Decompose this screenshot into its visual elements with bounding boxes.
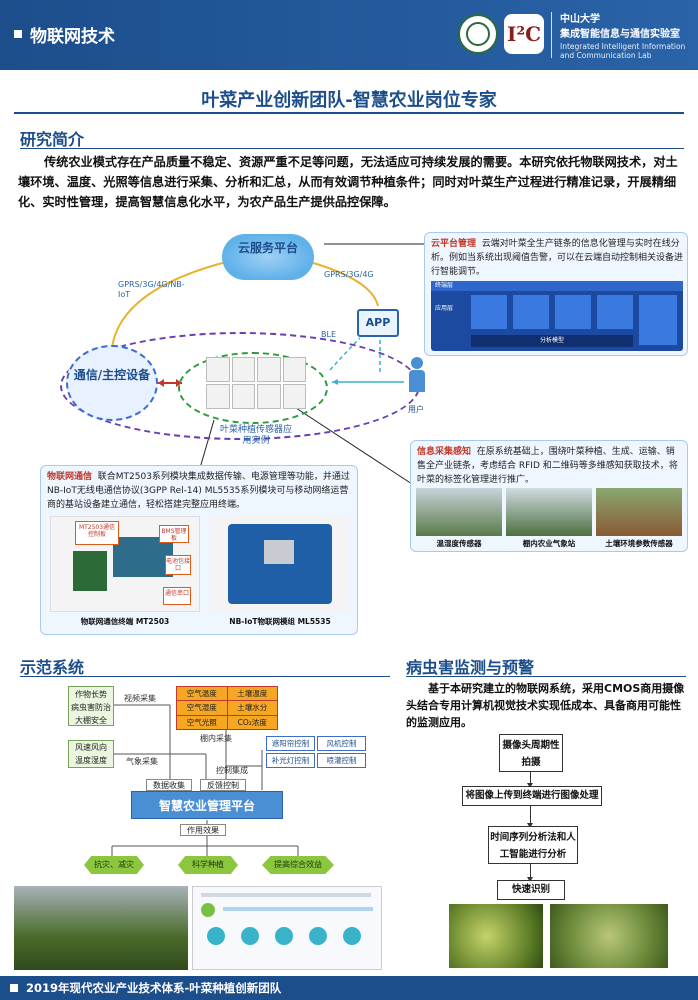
lab-name: 集成智能信息与通信实验室 xyxy=(560,29,680,40)
photo-caption: 棚内农业气象站 xyxy=(522,539,576,548)
lab-logo: I²C xyxy=(504,14,544,54)
org-name: 中山大学 xyxy=(560,14,600,25)
photo-caption: 土壤环境参数传感器 xyxy=(605,539,673,548)
ble-label: BLE xyxy=(321,330,336,339)
effect-label: 作用效果 xyxy=(180,824,226,836)
flow-step: 时间序列分析法和人工智能进行分析 xyxy=(488,826,578,864)
university-seal-icon xyxy=(458,14,498,54)
divider xyxy=(406,676,686,677)
outcome-badge: 科学种植 xyxy=(178,856,238,874)
callout-battery: 电池包接口 xyxy=(165,555,191,575)
weather-station-photo xyxy=(506,488,592,536)
cloud-platform-text: 云平台管理 云端对叶菜全生产链条的信息化管理与实时在线分析。例如当系统出现阈值告… xyxy=(431,239,684,277)
feedback-box: 反馈控制 xyxy=(200,779,246,791)
app-node: APP xyxy=(357,309,399,337)
divider xyxy=(20,148,684,149)
pest-heading: 病虫害监测与预警 xyxy=(406,658,535,677)
divider xyxy=(551,12,552,58)
video-collection-label: 视频采集 xyxy=(124,694,156,703)
square-bullet-icon xyxy=(14,30,22,38)
info-collection-text: 信息采集感知 在原系统基础上，围绕叶菜种植、生成、运输、销售全产业链条，考虑结合… xyxy=(417,447,678,485)
intro-paragraph: 传统农业模式存在产品质量不稳定、资源严重不足等问题，无法适应可持续发展的需要。本… xyxy=(18,155,678,209)
platform-node: 智慧农业管理平台 xyxy=(131,791,283,819)
square-bullet-icon xyxy=(10,984,18,992)
greenhouse-label: 棚内采集 xyxy=(200,734,232,743)
link-label-right: GPRS/3G/4G xyxy=(324,270,374,279)
pest-photo-1 xyxy=(449,904,543,968)
iot-comm-text: 物联网通信 联合MT2503系列模块集成数据传输、电源管理等功能，并通过NB-I… xyxy=(47,472,350,510)
footer-banner: 2019年现代农业产业技术体系-叶菜种植创新团队 xyxy=(0,976,698,1000)
flow-step: 将图像上传到终端进行图像处理 xyxy=(462,786,602,806)
cloud-service-node: 云服务平台 xyxy=(222,234,314,280)
flow-step: 快速识别 xyxy=(497,880,565,900)
photo-caption: NB-IoT物联网模组 ML5535 xyxy=(229,617,331,626)
soil-sensor-photo xyxy=(596,488,682,536)
outcome-badge: 提高综合效益 xyxy=(262,856,334,874)
flow-step: 摄像头周期性拍摄 xyxy=(499,734,563,772)
greenhouse-photo xyxy=(14,886,188,970)
photo-caption: 温湿度传感器 xyxy=(436,539,482,548)
callout-bms: BMS管理板 xyxy=(159,525,189,543)
footer-text: 2019年现代农业产业技术体系-叶菜种植创新团队 xyxy=(26,981,282,995)
comm-device-node: 通信/主控设备 xyxy=(66,345,158,421)
sensor-group: 空气温度 土壤温度 空气湿度 土壤水分 空气光照 CO₂浓度 xyxy=(176,686,278,730)
sensor-panel-grid xyxy=(206,357,306,409)
weather-label: 气象采集 xyxy=(126,757,158,766)
humidity-sensor-photo xyxy=(416,488,502,536)
weather-group: 风速风向温度湿度 xyxy=(68,740,114,768)
category-label: 物联网技术 xyxy=(30,27,115,47)
pest-photo-2 xyxy=(550,904,668,968)
outcome-badge: 抗灾、减灾 xyxy=(84,856,144,874)
title-underline xyxy=(14,112,684,114)
video-collection-group: 作物长势病虫害防治大棚安全 xyxy=(68,686,114,726)
sensor-caption: 叶菜种植传感器应用实例 xyxy=(219,425,292,446)
control-group: 遮阳帘控制 风机控制 补光灯控制 喷灌控制 xyxy=(266,736,366,768)
lab-name-en: Integrated Intelligent Information and C… xyxy=(560,42,686,60)
mt2503-photo: MT2503通信控制板 BMS管理板 电池包接口 通信串口 xyxy=(50,516,200,612)
callout-serial: 通信串口 xyxy=(163,587,191,605)
pest-paragraph: 基于本研究建立的物联网系统，采用CMOS商用摄像头结合专用计算机视觉技术实现低成… xyxy=(406,682,685,729)
dashboard-thumbnail: 终端层 应用层 分析模型 xyxy=(431,281,683,351)
callout-mt2503: MT2503通信控制板 xyxy=(75,521,119,545)
user-icon xyxy=(406,357,428,401)
link-label-left: GPRS/3G/4G/NB-IoT xyxy=(118,280,185,299)
intro-heading: 研究简介 xyxy=(20,130,85,149)
divider xyxy=(20,676,390,677)
data-collect-box: 数据收集 xyxy=(146,779,192,791)
cloud-platform-panel: 云平台管理 云端对叶菜全生产链条的信息化管理与实时在线分析。例如当系统出现阈值告… xyxy=(424,232,688,356)
arrow-down-icon xyxy=(527,772,533,788)
demo-heading: 示范系统 xyxy=(20,658,85,677)
photo-caption: 物联网通信终端 MT2503 xyxy=(80,617,170,626)
ml5535-photo xyxy=(210,516,350,612)
dashboard-screenshot xyxy=(192,886,382,970)
header-banner: 物联网技术 I²C 中山大学 集成智能信息与通信实验室 Integrated I… xyxy=(0,0,698,70)
page-title: 叶菜产业创新团队-智慧农业岗位专家 xyxy=(201,90,497,111)
arrow-down-icon xyxy=(527,864,533,882)
user-label: 用户 xyxy=(408,405,424,414)
control-label: 控制集成 xyxy=(216,766,248,775)
sensor-boundary xyxy=(178,352,328,424)
arrow-down-icon xyxy=(527,806,533,828)
